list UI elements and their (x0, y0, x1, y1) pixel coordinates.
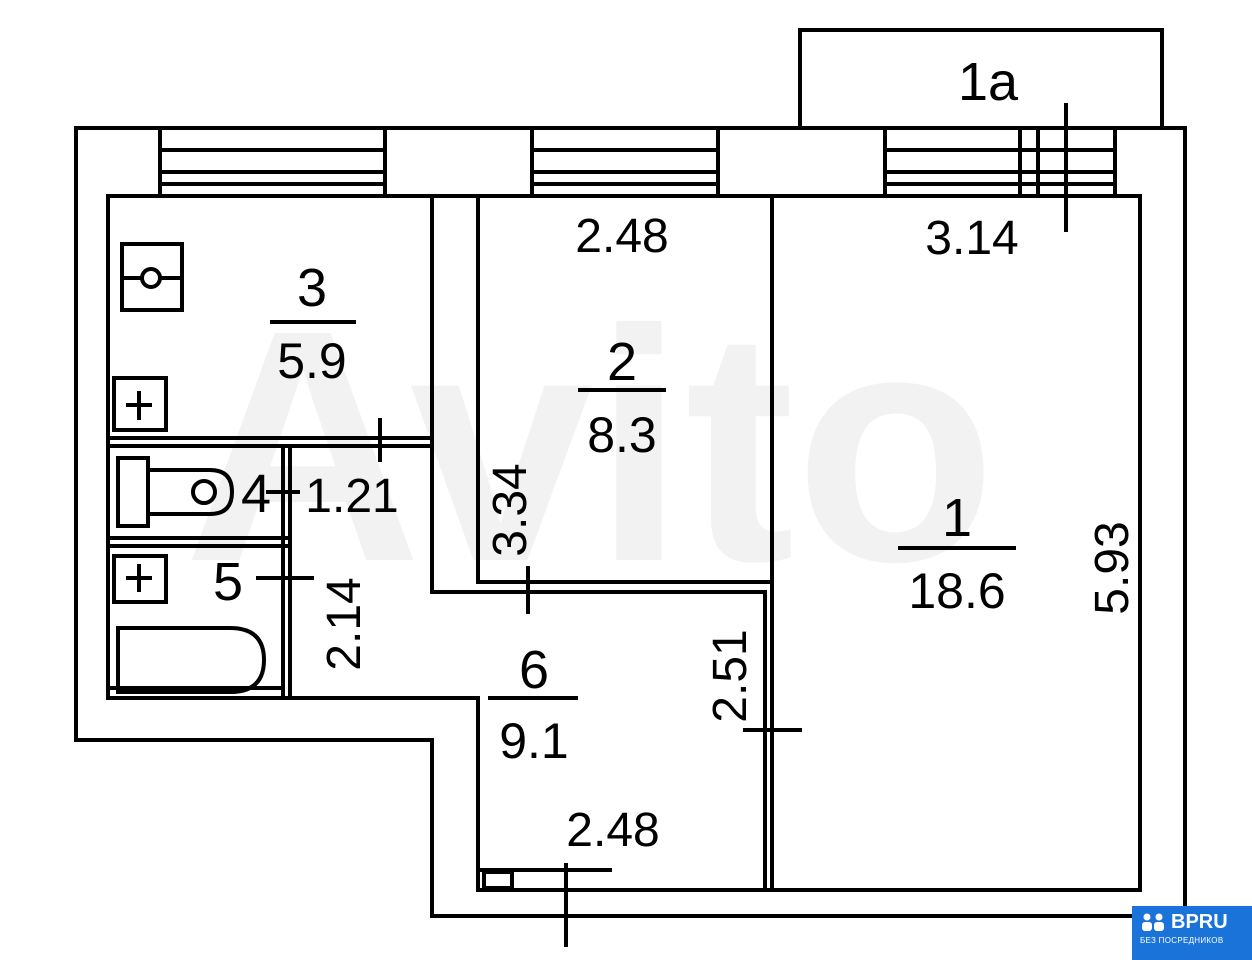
sink-fixture (120, 242, 184, 312)
room-3-area: 5.9 (277, 333, 347, 389)
dimension-ticks (256, 418, 802, 947)
room-3-number: 3 (297, 258, 327, 318)
corner-fixture (482, 870, 514, 890)
brand-name: BPRU (1171, 911, 1228, 933)
partition-walls (106, 194, 774, 892)
dim-room2-height: 3.34 (484, 463, 537, 556)
room-1-area: 18.6 (908, 563, 1005, 619)
heater-fixture-upper (112, 376, 168, 432)
window-left (158, 126, 387, 198)
balcony-label: 1a (958, 52, 1019, 112)
room-6-area: 9.1 (499, 713, 569, 769)
dim-room1-height: 5.93 (1086, 521, 1139, 614)
window-right (883, 103, 1117, 232)
room-2-area: 8.3 (587, 407, 657, 463)
dim-room6-width: 2.48 (566, 804, 659, 857)
bpru-logo-badge: BPRU БЕЗ ПОСРЕДНИКОВ (1132, 906, 1252, 960)
room-1-number: 1 (942, 488, 972, 548)
room-6-number: 6 (519, 640, 549, 700)
dim-room1-width: 3.14 (925, 212, 1018, 265)
room-5-number: 5 (213, 552, 243, 612)
room-2-number: 2 (607, 332, 637, 392)
heater-fixture-lower (112, 554, 168, 604)
people-icon (1142, 913, 1164, 931)
dim-room2-width: 2.48 (575, 210, 668, 263)
dim-room5-height: 2.14 (318, 577, 371, 670)
room-4-number: 4 (241, 464, 271, 524)
toilet-fixture (116, 456, 235, 528)
bathtub-fixture (116, 626, 267, 694)
window-middle (530, 126, 720, 198)
brand-tagline: БЕЗ ПОСРЕДНИКОВ (1140, 936, 1224, 945)
dim-room4-width: 1.21 (305, 470, 398, 523)
outer-wall (74, 126, 1187, 918)
dim-room6-height: 2.51 (704, 629, 757, 722)
